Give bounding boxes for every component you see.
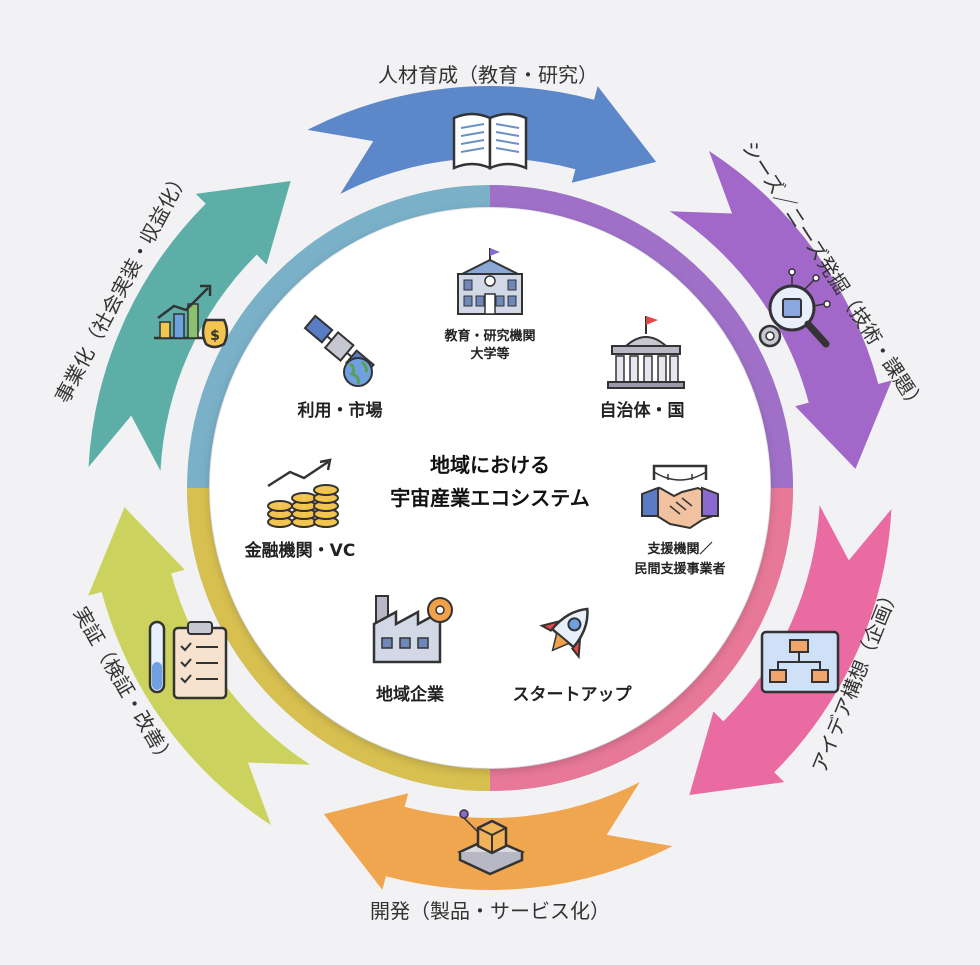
growth-chart-money-icon: $ <box>154 284 229 349</box>
blueprint-flowchart-icon <box>760 630 840 694</box>
actor-label-support-line-1: 支援機関／ <box>646 541 712 557</box>
satellite-earth-icon <box>303 314 375 387</box>
inner-ring-band-bottomleft <box>187 487 491 791</box>
actor-label-gov: 自治体・国 <box>600 400 685 421</box>
inner-ring-band-bottomright <box>489 487 793 791</box>
stage-label-talent: 人材育成（教育・研究） <box>378 63 598 87</box>
stage-label-dev: 開発（製品・サービス化） <box>370 899 610 923</box>
actor-label-edu-line-1: 教育・研究機関 <box>443 328 535 344</box>
test-tube-clipboard-icon <box>148 620 228 700</box>
rocket-icon <box>539 607 589 660</box>
open-book-icon <box>452 112 528 170</box>
handshake-bridge-icon <box>641 464 719 530</box>
inner-ring-band-topright <box>489 185 793 489</box>
actor-label-edu-line-2: 大学等 <box>470 346 509 362</box>
coins-chart-icon <box>267 458 339 528</box>
magnifier-gear-icon <box>758 268 831 348</box>
university-icon <box>457 248 523 315</box>
cube-platform-icon <box>457 809 526 876</box>
actor-label-startup: スタートアップ <box>513 684 633 705</box>
actor-label-finance: 金融機関・VC <box>244 540 356 561</box>
svg-text:$: $ <box>210 328 220 344</box>
actor-label-support-line-2: 民間支援事業者 <box>634 561 725 577</box>
center-title-line-1: 地域における <box>430 453 550 477</box>
factory-icon <box>372 595 453 664</box>
center-title-line-2: 宇宙産業エコシステム <box>390 486 589 510</box>
government-building-icon <box>607 316 685 389</box>
actor-label-usage: 利用・市場 <box>298 400 383 421</box>
actor-label-local: 地域企業 <box>376 684 444 705</box>
